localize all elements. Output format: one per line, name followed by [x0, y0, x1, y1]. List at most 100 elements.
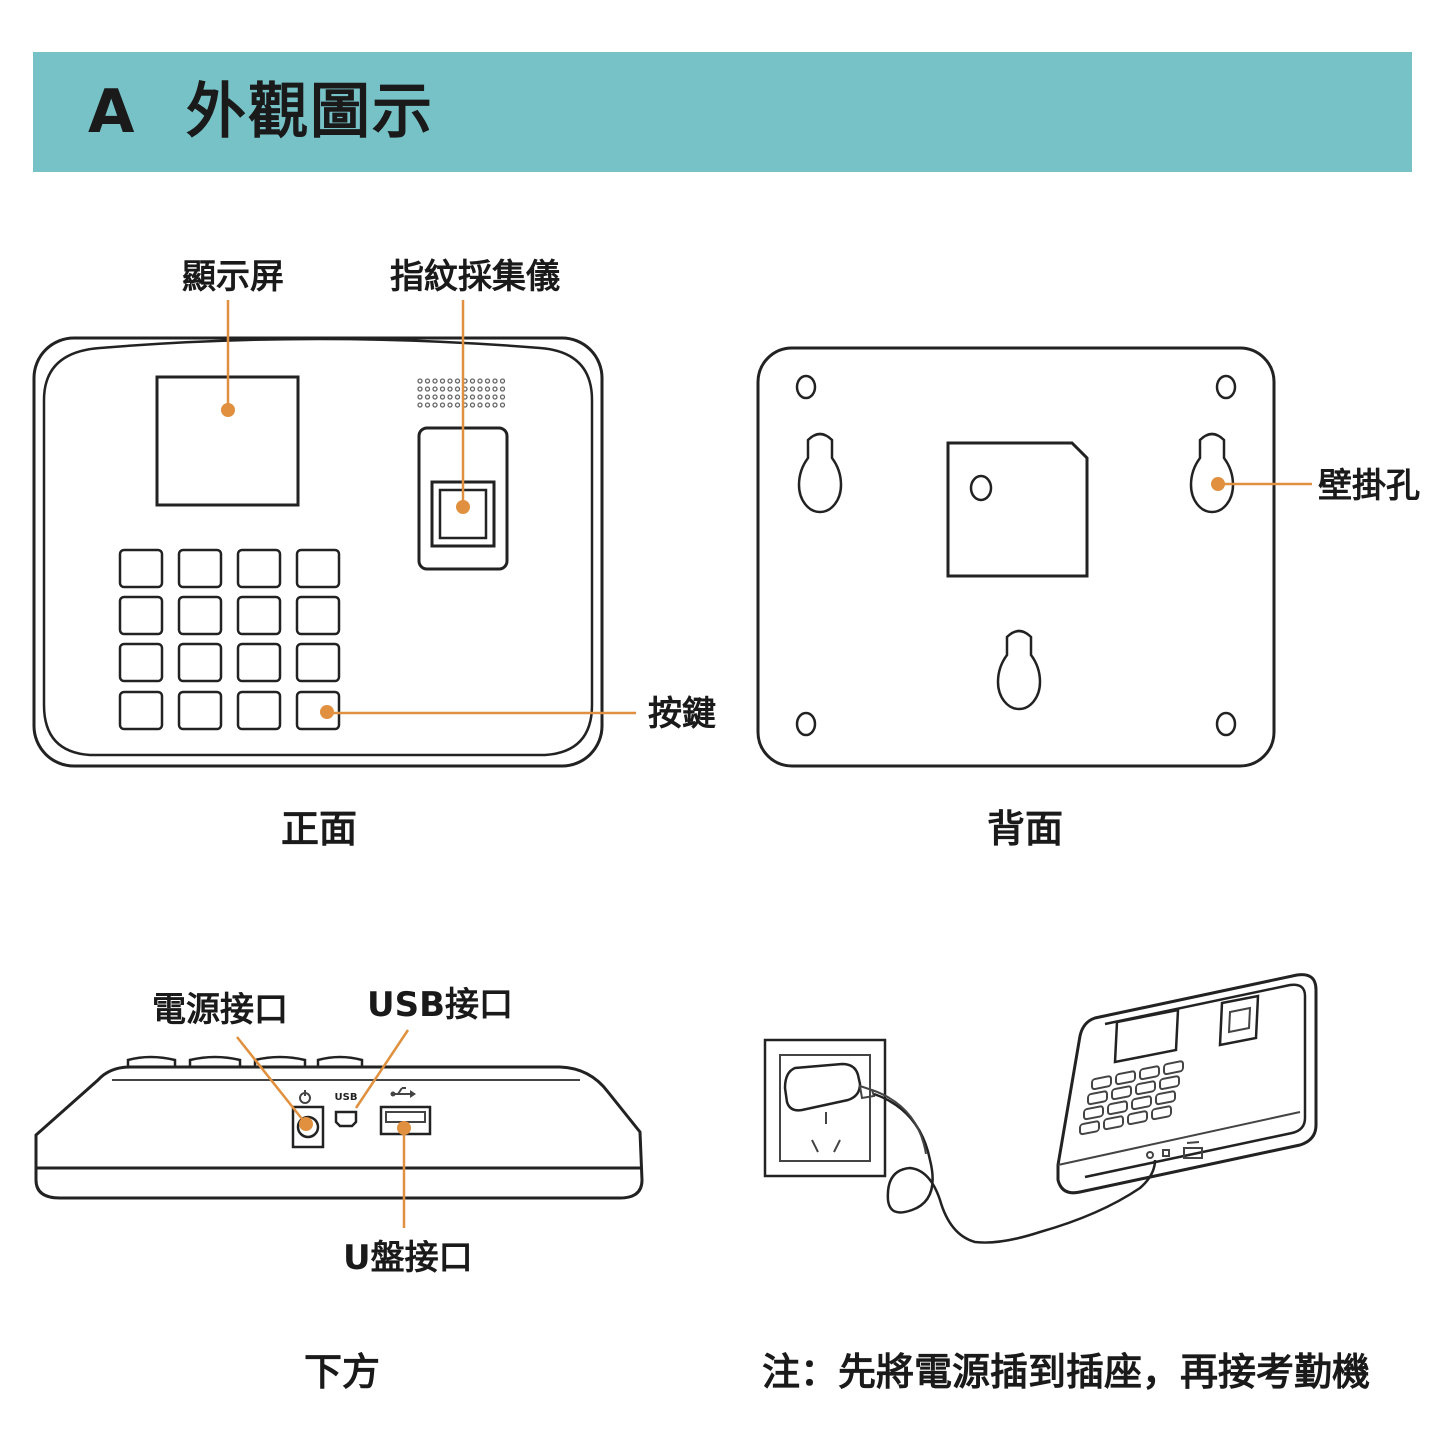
speaker-hole [469, 378, 476, 384]
speaker-grille [417, 378, 506, 408]
speaker-hole [469, 386, 476, 392]
speaker-hole [447, 378, 453, 384]
speaker-hole [484, 394, 491, 400]
section-title: 外觀圖示 [186, 77, 434, 147]
power-jack-hole [296, 1115, 320, 1139]
keypad-key [177, 595, 223, 636]
speaker-hole [432, 402, 438, 408]
speaker-hole [499, 386, 506, 392]
speaker-hole [492, 378, 498, 384]
keypad-key [118, 595, 164, 636]
keys-label: 按鍵 [648, 694, 716, 734]
speaker-hole [424, 386, 431, 392]
speaker-hole [492, 394, 498, 400]
speaker-hole [439, 386, 446, 392]
installed-key [1079, 1120, 1100, 1136]
speaker-hole [484, 402, 491, 408]
keypad-key [236, 642, 282, 683]
installed-key [1107, 1100, 1128, 1116]
keypad-key [118, 642, 164, 683]
speaker-hole [432, 378, 438, 384]
speaker-hole [447, 394, 453, 400]
speaker-hole [417, 394, 423, 400]
installed-key [1139, 1065, 1160, 1081]
front-device [32, 336, 604, 768]
install-note: 注：先將電源插到插座，再接考勤機 [762, 1350, 1371, 1394]
speaker-hole [417, 402, 423, 408]
header-banner [33, 52, 1412, 172]
screw-holes [795, 374, 1237, 737]
speaker-hole [477, 378, 483, 384]
back-cover-plate [946, 441, 1089, 578]
power-icon [299, 1090, 311, 1104]
speaker-hole [477, 402, 483, 408]
speaker-hole [432, 394, 438, 400]
speaker-hole [484, 386, 491, 392]
speaker-hole [454, 378, 461, 384]
speaker-hole [447, 402, 453, 408]
speaker-hole [454, 394, 461, 400]
speaker-hole [439, 378, 446, 384]
power-cable-edge [871, 1089, 927, 1155]
speaker-hole [424, 378, 431, 384]
installed-key [1135, 1080, 1156, 1096]
keypad-key [118, 690, 164, 731]
section-letter: A [88, 77, 135, 147]
keypad-key [295, 690, 341, 731]
speaker-hole [499, 394, 506, 400]
speaker-hole [469, 402, 476, 408]
installed-key [1111, 1085, 1132, 1101]
wall-hole-dot [1211, 477, 1225, 491]
back-device [756, 346, 1276, 768]
speaker-hole [492, 402, 498, 408]
speaker-hole [417, 378, 423, 384]
power-cable [873, 1092, 1157, 1244]
usb-symbol-icon [390, 1087, 416, 1098]
wall-hole-label: 壁掛孔 [1318, 466, 1420, 506]
speaker-hole [477, 394, 483, 400]
speaker-hole [432, 386, 438, 392]
installed-key [1103, 1115, 1124, 1131]
keypad-key [295, 595, 341, 636]
keypad-key [236, 690, 282, 731]
usb-text-mark: USB [335, 1092, 358, 1103]
bottom-caption: 下方 [304, 1350, 381, 1394]
usb-port-label: USB接口 [367, 985, 514, 1025]
installed-key [1083, 1105, 1104, 1121]
mini-usb-port [334, 1110, 358, 1128]
speaker-hole [492, 386, 498, 392]
keypad-key [295, 642, 341, 683]
keypad-key [177, 642, 223, 683]
installed-key [1131, 1095, 1152, 1111]
keypad-key [118, 548, 164, 589]
keypad-key [177, 690, 223, 731]
speaker-hole [424, 394, 431, 400]
wall-socket [763, 1038, 887, 1178]
power-dot [299, 1117, 313, 1131]
speaker-hole [484, 378, 491, 384]
speaker-hole [469, 394, 476, 400]
usb-leader [354, 1029, 410, 1109]
installed-device-keypad [1079, 1060, 1184, 1136]
keypad-key [295, 548, 341, 589]
bottom-device [34, 1055, 644, 1200]
keypad-key [236, 595, 282, 636]
fingerprint-dot [456, 500, 470, 514]
speaker-hole [477, 386, 483, 392]
installed-key [1163, 1060, 1184, 1076]
keypad-key [177, 548, 223, 589]
speaker-hole [447, 386, 453, 392]
speaker-hole [499, 402, 506, 408]
installed-device [1056, 973, 1318, 1195]
usb-a-port-tongue [385, 1111, 426, 1123]
power-adapter [783, 1062, 876, 1112]
keypad-key [236, 548, 282, 589]
speaker-hole [499, 378, 506, 384]
fingerprint-label: 指紋採集儀 [390, 257, 560, 297]
installed-key [1115, 1070, 1136, 1086]
speaker-hole [417, 386, 423, 392]
speaker-hole [439, 402, 446, 408]
installed-key [1127, 1110, 1148, 1126]
udisk-port-label: U盤接口 [343, 1238, 473, 1278]
speaker-hole [424, 402, 431, 408]
